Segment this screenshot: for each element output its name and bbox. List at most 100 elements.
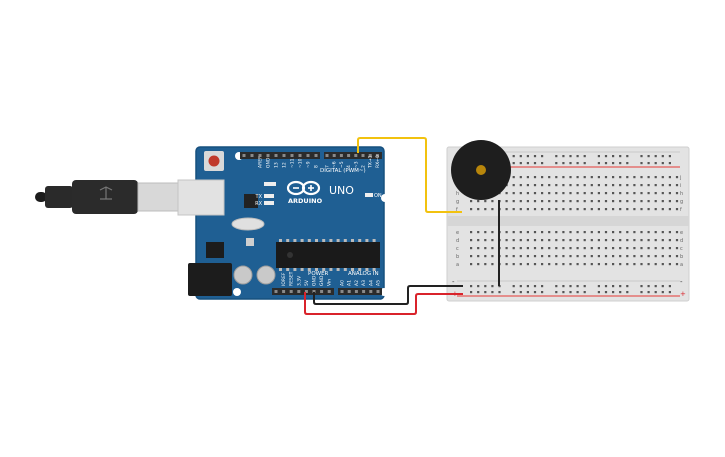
breadboard-hole[interactable] [491,208,494,211]
breadboard-hole[interactable] [590,263,593,266]
breadboard-hole[interactable] [661,200,664,203]
breadboard-hole[interactable] [661,291,664,294]
breadboard-hole[interactable] [562,291,565,294]
breadboard-hole[interactable] [576,192,579,195]
breadboard-hole[interactable] [477,200,480,203]
breadboard-hole[interactable] [576,231,579,234]
breadboard-hole[interactable] [576,263,579,266]
breadboard-hole[interactable] [498,285,501,288]
breadboard-hole[interactable] [512,231,515,234]
breadboard-hole[interactable] [519,208,522,211]
breadboard-hole[interactable] [491,200,494,203]
breadboard-hole[interactable] [569,247,572,250]
breadboard-hole[interactable] [484,285,487,288]
breadboard-hole[interactable] [470,200,473,203]
breadboard-hole[interactable] [555,184,558,187]
breadboard-hole[interactable] [675,247,679,250]
breadboard-hole[interactable] [491,231,494,234]
breadboard-hole[interactable] [626,184,629,187]
breadboard-hole[interactable] [569,155,572,158]
breadboard-hole[interactable] [562,255,565,258]
breadboard-hole[interactable] [668,176,671,179]
breadboard-hole[interactable] [604,184,608,187]
breadboard-hole[interactable] [619,291,622,294]
breadboard-hole[interactable] [562,184,565,187]
breadboard-hole[interactable] [590,231,593,234]
breadboard-hole[interactable] [477,208,480,211]
breadboard-hole[interactable] [640,263,643,266]
breadboard-hole[interactable] [668,200,671,203]
breadboard-hole[interactable] [533,239,537,242]
breadboard-hole[interactable] [541,285,544,288]
breadboard-hole[interactable] [647,247,650,250]
breadboard-hole[interactable] [640,184,643,187]
breadboard-hole[interactable] [491,285,494,288]
breadboard-hole[interactable] [590,192,593,195]
breadboard-hole[interactable] [647,291,650,294]
breadboard-hole[interactable] [477,263,480,266]
breadboard-hole[interactable] [647,184,650,187]
breadboard-hole[interactable] [512,208,515,211]
header-pin[interactable] [347,290,351,293]
breadboard-hole[interactable] [548,263,551,266]
signal-wire[interactable] [357,137,462,213]
breadboard-hole[interactable] [512,162,515,165]
breadboard-hole[interactable] [633,192,636,195]
breadboard-hole[interactable] [583,239,586,242]
header-pin[interactable] [274,154,278,157]
breadboard-hole[interactable] [576,239,579,242]
breadboard-hole[interactable] [661,162,664,165]
breadboard-hole[interactable] [512,155,515,158]
breadboard-hole[interactable] [519,247,522,250]
breadboard-hole[interactable] [562,231,565,234]
breadboard-hole[interactable] [647,208,650,211]
breadboard-hole[interactable] [668,239,671,242]
breadboard-hole[interactable] [647,200,650,203]
breadboard-hole[interactable] [626,255,629,258]
breadboard-hole[interactable] [640,285,643,288]
breadboard-hole[interactable] [661,184,664,187]
breadboard-hole[interactable] [541,192,544,195]
breadboard-hole[interactable] [590,255,593,258]
header-pin[interactable] [289,290,293,293]
breadboard-hole[interactable] [640,255,643,258]
header-pin[interactable] [347,154,351,157]
breadboard-hole[interactable] [583,208,586,211]
header-pin[interactable] [258,154,262,157]
breadboard-hole[interactable] [555,285,558,288]
breadboard-hole[interactable] [548,208,551,211]
breadboard-hole[interactable] [519,192,522,195]
breadboard-hole[interactable] [583,291,586,294]
breadboard-hole[interactable] [519,184,522,187]
breadboard-hole[interactable] [604,239,608,242]
breadboard-hole[interactable] [512,192,515,195]
breadboard-hole[interactable] [640,192,643,195]
breadboard-hole[interactable] [533,162,537,165]
breadboard-hole[interactable] [569,255,572,258]
breadboard-hole[interactable] [647,162,650,165]
header-pin[interactable] [304,290,308,293]
breadboard-hole[interactable] [576,162,579,165]
breadboard-hole[interactable] [491,247,494,250]
breadboard-hole[interactable] [654,155,657,158]
breadboard-hole[interactable] [512,285,515,288]
breadboard-hole[interactable] [640,176,643,179]
breadboard-hole[interactable] [619,255,622,258]
breadboard-hole[interactable] [576,247,579,250]
breadboard-hole[interactable] [562,176,565,179]
breadboard-hole[interactable] [633,184,636,187]
header-pin[interactable] [250,154,254,157]
breadboard-hole[interactable] [541,239,544,242]
wires[interactable] [304,137,500,315]
breadboard-hole[interactable] [470,291,473,294]
header-pin[interactable] [354,154,358,157]
breadboard-hole[interactable] [477,291,480,294]
breadboard-hole[interactable] [505,239,508,242]
breadboard-hole[interactable] [526,192,529,195]
breadboard-hole[interactable] [555,239,558,242]
breadboard-hole[interactable] [512,200,515,203]
header-pin[interactable] [376,290,380,293]
breadboard-hole[interactable] [597,162,600,165]
breadboard-hole[interactable] [626,285,629,288]
breadboard-hole[interactable] [612,239,615,242]
